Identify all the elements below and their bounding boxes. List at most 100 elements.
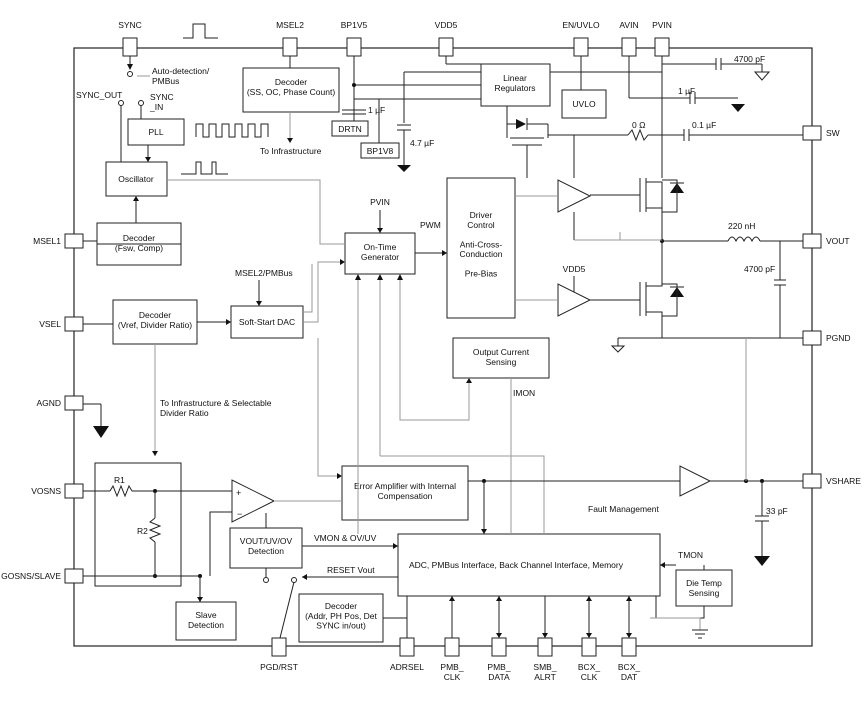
svg-text:AVIN: AVIN <box>619 20 638 30</box>
sync-wiring <box>118 56 345 245</box>
svg-text:UVLO: UVLO <box>572 99 596 109</box>
svg-text:BP1V8: BP1V8 <box>367 146 394 156</box>
pin-gosns-slave: GOSNS/SLAVE <box>1 568 84 584</box>
decoder-top-block: Decoder(SS, OC, Phase Count) <box>242 67 340 113</box>
pin-sync: SYNC <box>118 20 142 57</box>
pin-vosns: VOSNS <box>31 483 84 499</box>
svg-text:PMB_CLK: PMB_CLK <box>440 662 463 682</box>
gate-drivers <box>515 179 640 317</box>
svg-text:PGD/RST: PGD/RST <box>260 662 298 672</box>
label-sync-out: SYNC_OUT <box>76 90 122 100</box>
label-c-1uf-avin: 1 µF <box>678 86 695 96</box>
svg-text:Oscillator: Oscillator <box>118 174 154 184</box>
pin-en-uvlo: EN/UVLO <box>562 20 600 57</box>
svg-text:BP1V5: BP1V5 <box>341 20 368 30</box>
pll-waveform <box>195 123 269 138</box>
label-vmon: VMON & OV/UV <box>314 533 377 543</box>
uvlo-block: UVLO <box>561 89 607 119</box>
label-msel2-pmbus: MSEL2/PMBus <box>235 268 293 278</box>
pin-vout: VOUT <box>802 233 850 249</box>
label-c-01uf: 0.1 µF <box>692 120 716 130</box>
pin-avin: AVIN <box>619 20 639 57</box>
pin-sw: SW <box>802 125 840 141</box>
label-r1: R1 <box>114 475 125 485</box>
pin-vdd5: VDD5 <box>435 20 458 57</box>
label-vdd5-small: VDD5 <box>563 264 586 274</box>
pin-pmb-data: PMB_DATA <box>487 637 511 682</box>
svg-text:VDD5: VDD5 <box>435 20 458 30</box>
pin-smb-alrt: SMB_ALRT <box>533 637 557 682</box>
svg-text:ADRSEL: ADRSEL <box>390 662 424 672</box>
pin-msel1: MSEL1 <box>33 233 84 249</box>
low-side-fet <box>610 264 803 353</box>
bus-wiring <box>449 562 708 639</box>
svg-text:Decoder(Vref, Divider Ratio): Decoder(Vref, Divider Ratio) <box>118 310 192 330</box>
pll-block: PLL <box>127 118 185 146</box>
svg-text:GOSNS/SLAVE: GOSNS/SLAVE <box>1 571 61 581</box>
svg-text:Decoder(Fsw, Comp): Decoder(Fsw, Comp) <box>115 233 163 253</box>
pin-pvin: PVIN <box>652 20 672 57</box>
oscillator-block: Oscillator <box>105 161 168 197</box>
svg-text:+: + <box>236 488 241 498</box>
svg-text:VOUT: VOUT <box>826 236 850 246</box>
detection-wiring <box>263 543 408 639</box>
comparator: + − <box>231 479 342 528</box>
pin-vshare: VSHARE <box>802 473 861 489</box>
label-sync-in: SYNC_IN <box>149 92 174 112</box>
pin-vsel: VSEL <box>39 316 84 332</box>
label-c-4700pf-top: 4700 pF <box>734 54 765 64</box>
bp1v8-block: BP1V8 <box>360 142 400 159</box>
label-reset-vout: RESET Vout <box>327 565 375 575</box>
svg-text:SMB_ALRT: SMB_ALRT <box>533 662 556 682</box>
label-to-infrastructure: To Infrastructure <box>260 146 322 156</box>
label-c-33pf: 33 pF <box>766 506 788 516</box>
svg-text:BCX_DAT: BCX_DAT <box>618 662 640 682</box>
top-wiring <box>287 56 771 178</box>
svg-text:PGND: PGND <box>826 333 851 343</box>
pin-bcx-clk: BCX_CLK <box>578 637 600 682</box>
label-r-0ohm: 0 Ω <box>632 120 645 130</box>
svg-text:SYNC: SYNC <box>118 20 142 30</box>
pin-msel2: MSEL2 <box>276 20 304 57</box>
divider-network-box <box>94 462 182 587</box>
label-imon: IMON <box>513 388 535 398</box>
pin-pmb-clk: PMB_CLK <box>440 637 464 682</box>
svg-text:EN/UVLO: EN/UVLO <box>562 20 600 30</box>
svg-text:VSEL: VSEL <box>39 319 61 329</box>
svg-text:MSEL1: MSEL1 <box>33 236 61 246</box>
label-c-47uf: 4.7 µF <box>410 138 434 148</box>
drtn-block: DRTN <box>331 120 369 137</box>
svg-text:DRTN: DRTN <box>338 124 361 134</box>
decoder-vref-block: Decoder(Vref, Divider Ratio) <box>112 299 198 345</box>
pin-pgnd: PGND <box>802 330 851 346</box>
pin-pgd-rst: PGD/RST <box>260 637 298 672</box>
svg-text:VSHARE: VSHARE <box>826 476 861 486</box>
svg-text:BCX_CLK: BCX_CLK <box>578 662 600 682</box>
osc-waveform <box>181 161 228 175</box>
pin-bcx-dat: BCX_DAT <box>618 637 640 682</box>
svg-text:PLL: PLL <box>148 127 163 137</box>
label-c-4700pf-out: 4700 pF <box>744 264 775 274</box>
label-fault-management: Fault Management <box>588 504 660 514</box>
label-pvin-small: PVIN <box>370 197 390 207</box>
label-pwm: PWM <box>420 220 441 230</box>
divider-network <box>83 484 232 602</box>
svg-text:PMB_DATA: PMB_DATA <box>487 662 510 682</box>
bootstrap-circuit <box>506 106 803 178</box>
